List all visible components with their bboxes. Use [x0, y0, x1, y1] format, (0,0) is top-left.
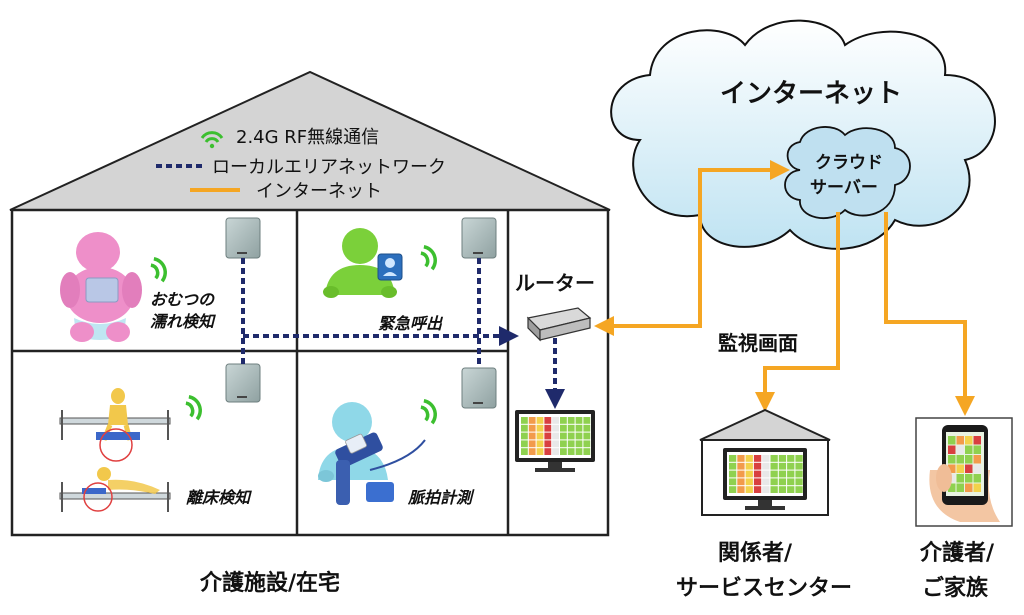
lan-connections [241, 258, 565, 409]
legend-rf-label: 2.4G RF無線通信 [236, 127, 379, 148]
pulse-figure [318, 402, 426, 505]
room-pulse-label: 脈拍計測 [407, 488, 475, 507]
gateway-device-2 [461, 217, 497, 259]
legend-lan-label: ローカルエリアネットワーク [212, 157, 446, 178]
emergency-figure [323, 228, 403, 298]
wifi-icon [185, 395, 202, 421]
caregiver-label-line2: ご家族 [922, 575, 989, 601]
caregiver-label-line1: 介護者/ [919, 540, 995, 566]
gateway-device-4 [461, 367, 497, 409]
server-label-line1: クラウド [815, 153, 883, 173]
room-diaper-label-line2: 濡れ検知 [150, 312, 216, 331]
legend-internet-label: インターネット [256, 181, 382, 202]
router-device [526, 307, 592, 342]
related-party-house [699, 408, 831, 516]
related-party-label-line2: サービスセンター [676, 576, 852, 601]
wifi-icon [420, 399, 437, 425]
related-party-label-line1: 関係者/ [718, 541, 793, 566]
internet-connections [594, 160, 975, 416]
bed-exit-figure [59, 388, 171, 512]
wifi-icon [420, 245, 437, 271]
gateway-device-3 [225, 363, 261, 403]
wifi-icon [200, 131, 224, 149]
server-cloud [784, 126, 911, 219]
smartphone [915, 417, 1013, 527]
house-monitor [515, 410, 595, 472]
internet-cloud [610, 19, 996, 250]
wifi-icon [150, 257, 167, 283]
monitor-screen-label: 監視画面 [718, 331, 798, 355]
gateway-device-1 [225, 217, 261, 259]
room-bed-exit-label: 離床検知 [186, 488, 252, 507]
cloud-internet-label: インターネット [720, 79, 902, 109]
room-diaper-label-line1: おむつの [150, 290, 215, 309]
room-emergency-label: 緊急呼出 [378, 314, 444, 333]
diaper-figure [60, 232, 142, 342]
router-label: ルーター [515, 271, 595, 295]
house-caption: 介護施設/在宅 [199, 570, 340, 596]
legend: 2.4G RF無線通信 ローカルエリアネットワーク インターネット [156, 127, 446, 202]
server-label-line2: サーバー [810, 178, 878, 198]
